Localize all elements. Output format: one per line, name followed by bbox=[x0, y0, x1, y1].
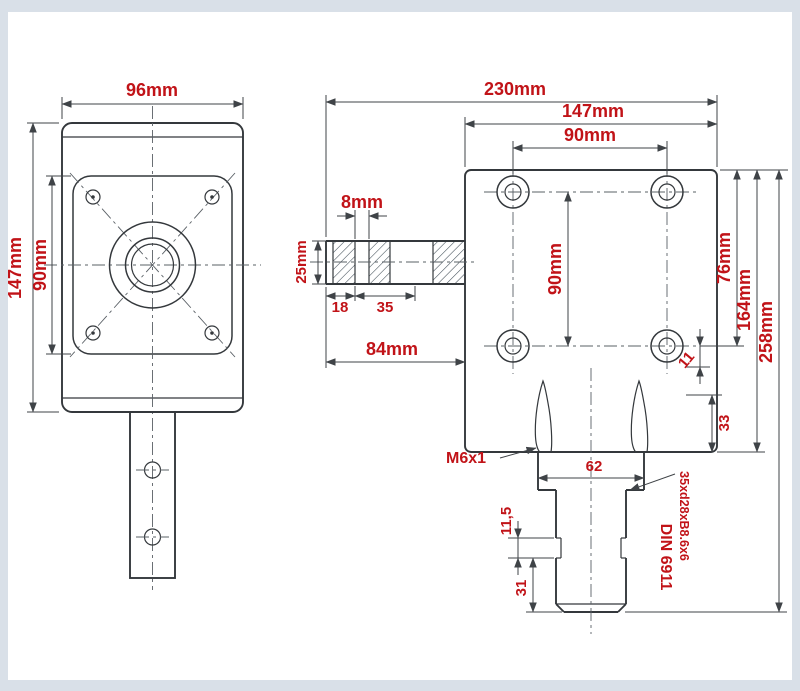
bolt-holes bbox=[85, 189, 220, 341]
dim-right-stack: 76mm 164mm 258mm bbox=[625, 169, 788, 613]
keyway-section-right bbox=[630, 379, 649, 453]
dim-11-5-label: 11,5 bbox=[498, 507, 515, 535]
dim-230mm-label: 230mm bbox=[484, 79, 546, 99]
input-shaft bbox=[310, 240, 475, 285]
mounting-holes bbox=[496, 175, 684, 363]
dim-boss-height: 33 bbox=[686, 394, 733, 453]
note-spline: 35xd28xB8.6x6 DIN 6911 bbox=[629, 471, 691, 591]
din-6911-label: DIN 6911 bbox=[657, 524, 674, 591]
dim-hole-spacing-v: 90mm bbox=[545, 191, 572, 347]
center-bore bbox=[108, 221, 197, 309]
dim-8mm-label: 8mm bbox=[341, 192, 383, 212]
dim-147mm-side-label: 147mm bbox=[562, 101, 624, 121]
dim-258mm-label: 258mm bbox=[756, 301, 776, 363]
dim-keyway-width: 8mm bbox=[337, 192, 387, 239]
dim-90mm-h-label: 90mm bbox=[564, 125, 616, 145]
dim-shaft-diameter: 25mm bbox=[293, 240, 326, 285]
dim-total-width: 230mm bbox=[325, 79, 718, 237]
dim-body-width: 147mm bbox=[464, 101, 718, 167]
dim-33-label: 33 bbox=[716, 415, 733, 432]
front-output-shaft bbox=[129, 411, 176, 579]
dim-hole-spacing-h: 90mm bbox=[512, 125, 668, 174]
dim-90mm-front-label: 90mm bbox=[30, 239, 50, 291]
dim-shaft-length: 84mm bbox=[325, 339, 466, 366]
dim-164mm-label: 164mm bbox=[734, 269, 754, 331]
dim-front-height: 147mm bbox=[5, 122, 59, 413]
dim-96mm-label: 96mm bbox=[126, 80, 178, 100]
dim-output-diameter: 62 bbox=[537, 458, 645, 482]
dim-31-label: 31 bbox=[513, 580, 530, 597]
dim-18-label: 18 bbox=[332, 299, 349, 316]
dim-147mm-front-label: 147mm bbox=[5, 237, 25, 299]
dim-84mm-label: 84mm bbox=[366, 339, 418, 359]
dim-key-position: 18 35 bbox=[325, 286, 416, 368]
side-view: 8mm 25mm 18 35 84mm 230mm bbox=[293, 79, 788, 634]
dim-62-label: 62 bbox=[586, 458, 603, 475]
dim-90mm-v-label: 90mm bbox=[545, 243, 565, 295]
dim-76mm-label: 76mm bbox=[714, 232, 734, 284]
spline-spec-label: 35xd28xB8.6x6 bbox=[677, 471, 691, 561]
dim-35-label: 35 bbox=[377, 299, 394, 316]
keyway-section-left bbox=[534, 379, 553, 453]
note-thread: M6x1 bbox=[446, 446, 537, 467]
dim-shaft-end: 31 bbox=[513, 557, 562, 613]
front-view: 96mm 147mm 90mm bbox=[5, 80, 261, 590]
dim-front-width: 96mm bbox=[61, 80, 244, 119]
dim-front-face-height: 90mm bbox=[30, 175, 71, 355]
dim-25mm-label: 25mm bbox=[293, 240, 310, 283]
dim-groove: 11,5 bbox=[498, 507, 554, 575]
output-shaft bbox=[534, 368, 649, 634]
thread-m6x1-label: M6x1 bbox=[446, 450, 486, 467]
